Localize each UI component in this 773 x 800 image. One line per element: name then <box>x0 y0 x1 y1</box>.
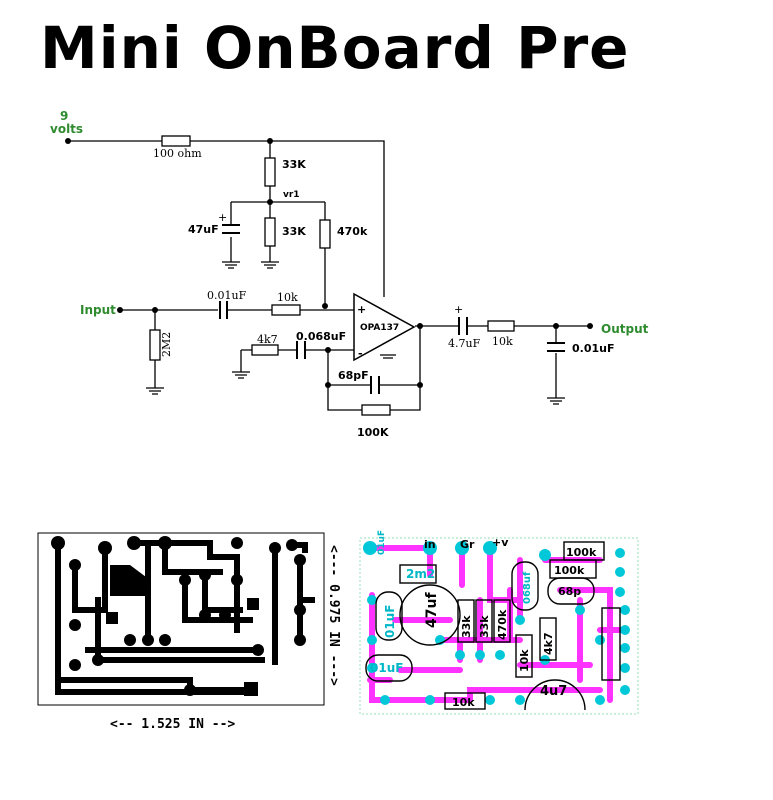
opamp-plus: + <box>357 303 366 316</box>
capacitor-47uf <box>222 224 240 234</box>
pcb-res-10k <box>444 692 486 710</box>
pcb-label-470k: 470k <box>496 609 509 640</box>
pcb-res-100k-b <box>549 559 597 579</box>
pcb-cap-01uf-bottom <box>365 654 413 682</box>
pcb-cap-47uf <box>399 584 461 646</box>
pcb-width-dimension: <-- 1.525 IN --> <box>110 717 235 732</box>
opamp-minus: - <box>358 347 363 360</box>
pcb-cap-068uf <box>511 561 539 611</box>
label-100ohm: 100 ohm <box>153 147 202 160</box>
pcb-label-33k-a: 33k <box>460 615 473 638</box>
resistor-4k7 <box>251 344 279 356</box>
label-4k7: 4k7 <box>257 333 278 346</box>
pcb-label-2m2: 2m2 <box>406 567 435 581</box>
pcb-label-gr: Gr <box>460 538 475 551</box>
label-470k: 470k <box>337 225 368 238</box>
label-vr1: vr1 <box>283 190 300 200</box>
pcb-label-068uf: 068uf <box>522 571 533 604</box>
capacitor-001uf-shunt <box>547 342 565 352</box>
pcb-io-block <box>601 607 621 681</box>
pcb-res-4k7 <box>539 617 557 661</box>
resistor-470k <box>319 219 331 249</box>
pcb-label-33k-b: 33k <box>478 615 491 638</box>
pcb-label-10k: 10k <box>452 696 475 709</box>
ground-symbols <box>146 261 565 405</box>
schematic-wires <box>68 140 590 411</box>
label-001uf-shunt: 0.01uF <box>572 342 615 355</box>
pcb-label-100k: 100k <box>566 546 597 559</box>
resistor-10k-out <box>487 320 515 332</box>
label-plus-47uf: + <box>218 211 227 224</box>
capacitors <box>219 224 565 394</box>
resistor-100ohm <box>161 135 191 147</box>
label-68pf: 68pF <box>338 369 369 382</box>
capacitor-001uf-in <box>219 301 228 319</box>
pcb-label-100k-b: 100k <box>554 564 585 577</box>
pcb-cap-01uf-left <box>375 591 403 641</box>
pcb-label-01uf-top: 01uF <box>377 530 387 555</box>
resistor-2m2 <box>149 329 161 361</box>
pcb-label-in: in <box>424 538 436 551</box>
label-33k-bottom: 33K <box>282 225 306 238</box>
output-label: Output <box>601 322 649 336</box>
capacitor-0068uf <box>296 341 306 359</box>
pcb-label-4k7: 4k7 <box>542 632 555 655</box>
label-10k-in: 10k <box>277 291 298 304</box>
pcb-label-47uf: 47uf <box>424 592 440 628</box>
page-title: Mini OnBoard Pre <box>40 14 630 82</box>
input-label: Input <box>80 303 116 317</box>
label-47uf: 47uF <box>188 223 219 236</box>
capacitor-47uf-out <box>458 317 468 335</box>
label-001uf-in: 0.01uF <box>207 289 247 302</box>
pcb-res-33k-a <box>457 599 475 643</box>
label-0068uf: 0.068uF <box>296 330 346 343</box>
pcb-opamp-pad <box>110 565 150 596</box>
resistors <box>149 135 515 416</box>
resistor-10k-in <box>271 304 301 316</box>
label-47uf-out: 4.7uF <box>448 337 481 350</box>
label-100k-fb: 100K <box>357 426 389 439</box>
pcb-label-01uf-bottom: 01uF <box>370 661 403 675</box>
pcb-label-pv: +v <box>492 536 509 549</box>
pcb-height-dimension: <--- 0.975 IN ---> <box>326 545 341 686</box>
label-33k-top: 33K <box>282 158 306 171</box>
resistor-100k-fb <box>361 404 391 416</box>
pcb-res-470k <box>493 599 511 643</box>
pcb-cap-4u7 <box>524 679 586 711</box>
label-plus-out: + <box>454 303 463 316</box>
pcb-copper-layout <box>37 532 325 706</box>
supply-voltage-label: 9 <box>60 109 68 123</box>
opamp-label: OPA137 <box>360 323 399 333</box>
pcb-label-10k-b: 10k <box>518 649 531 672</box>
junctions <box>65 138 593 388</box>
pcb-label-4u7: 4u7 <box>540 684 567 699</box>
pcb-label-01uf-left: 01uF <box>383 605 397 638</box>
capacitor-68pf <box>370 376 380 394</box>
resistor-33k-bottom <box>264 217 276 247</box>
pcb-res-2m2 <box>399 564 437 584</box>
pcb-res-10k-b <box>515 634 533 678</box>
resistor-33k-top <box>264 157 276 187</box>
label-2m2: 2M2 <box>160 332 173 357</box>
pcb-res-33k-b <box>475 599 493 643</box>
label-10k-out: 10k <box>492 335 513 348</box>
pcb-label-68p: 68p <box>558 585 581 598</box>
opamp-symbol <box>353 292 416 362</box>
pcb-component-layout: in Gr +v 2m2 47uf 33k 33k 470k 068uf 100… <box>359 530 639 715</box>
supply-unit-label: volts <box>50 122 83 136</box>
